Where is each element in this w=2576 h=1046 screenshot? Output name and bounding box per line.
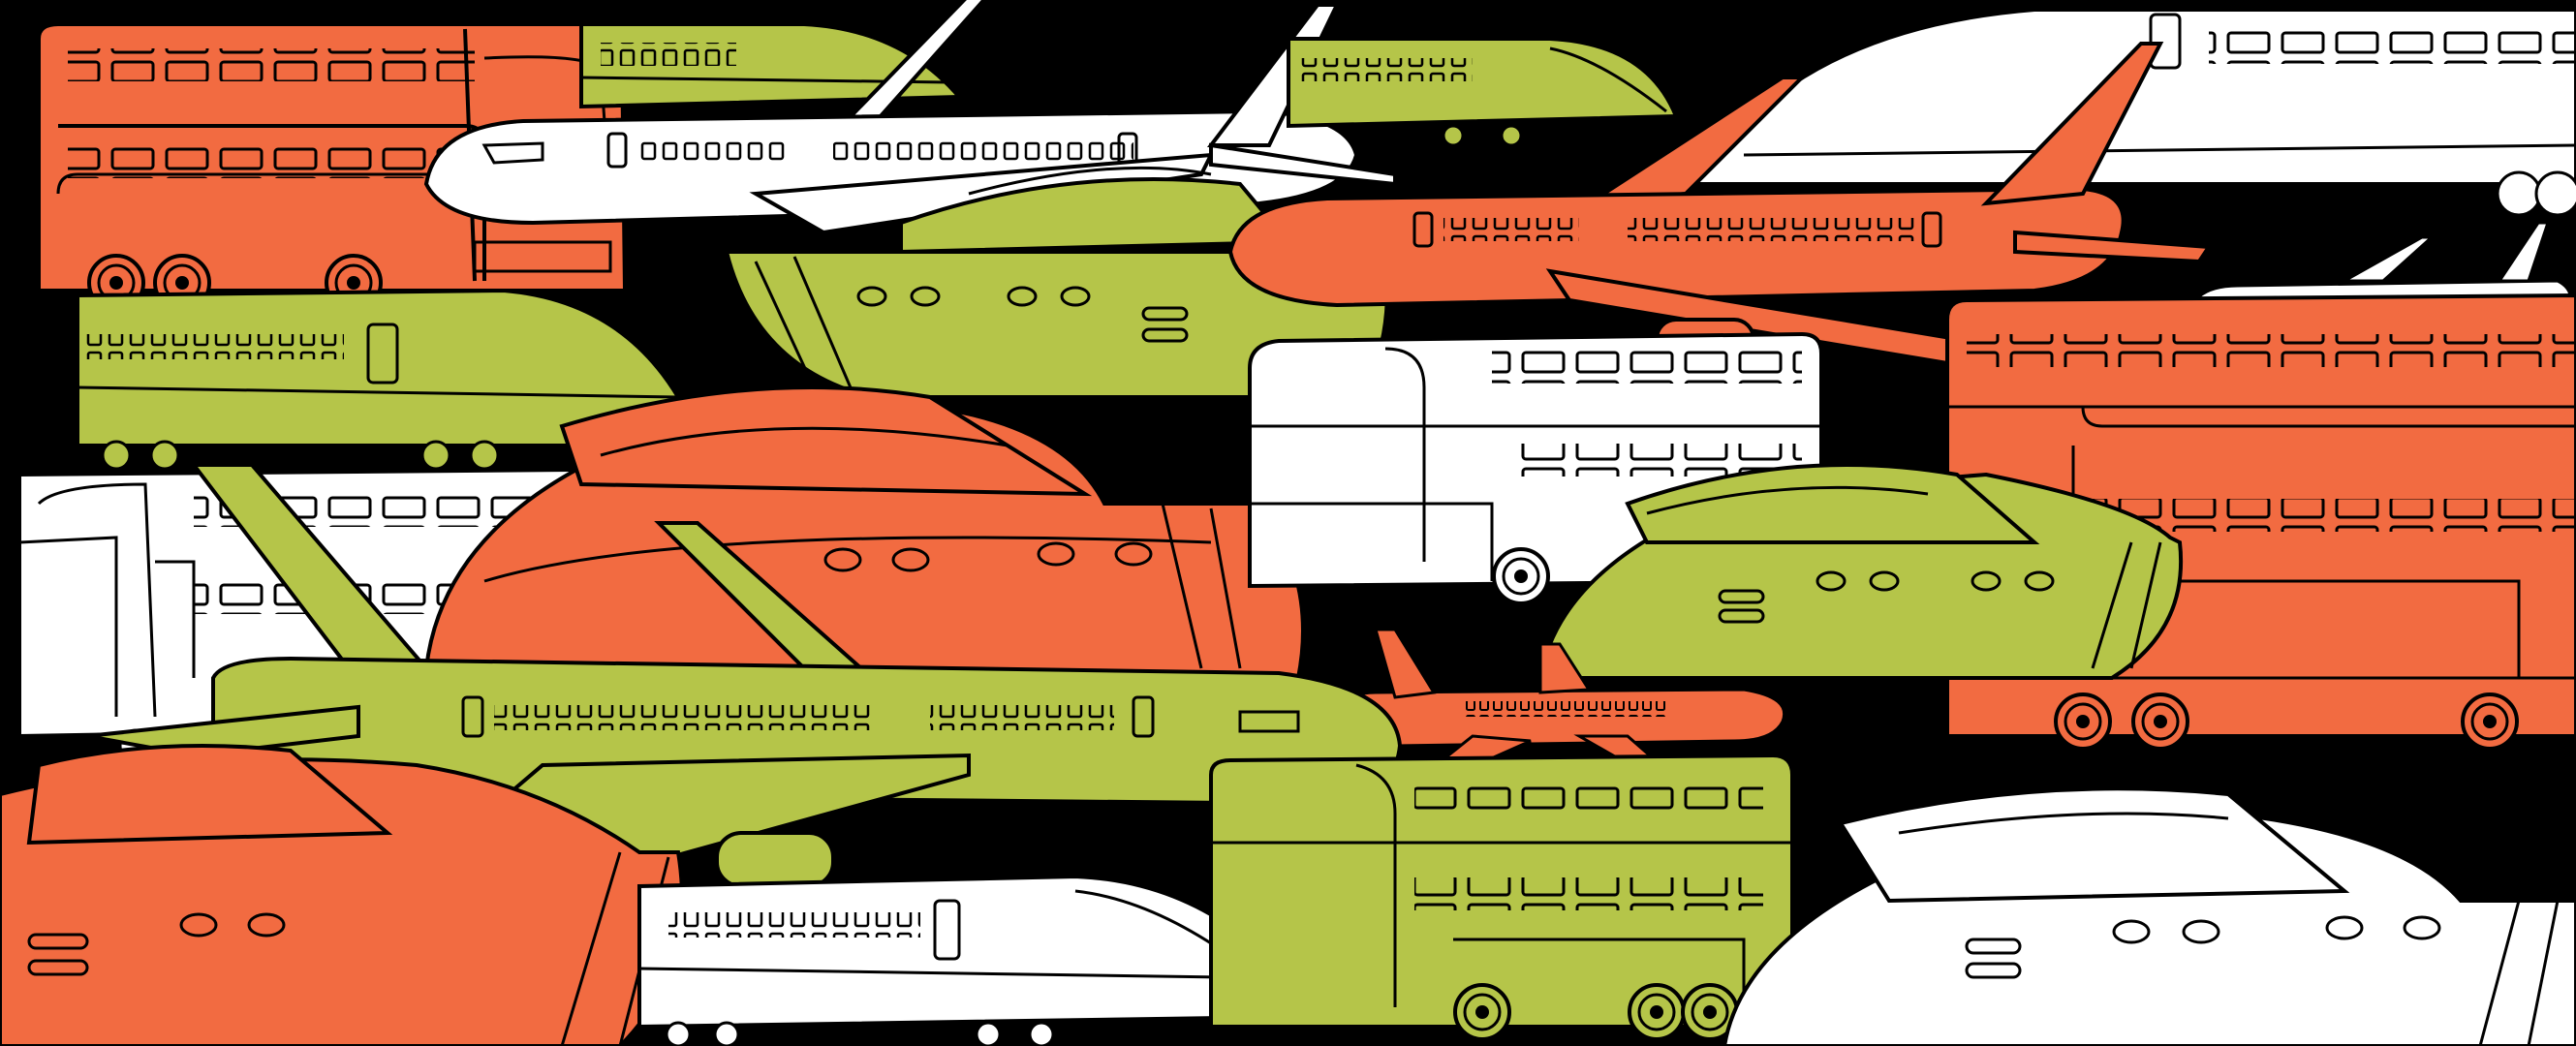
green-bullet-train-top-center: [1287, 37, 1679, 147]
green-double-decker-bus-bottom: [1209, 753, 1794, 1041]
orange-yacht-middle-left: [423, 385, 1305, 681]
orange-yacht-bottom-left: [0, 744, 684, 1046]
white-yacht-bottom-right: [1722, 786, 2576, 1046]
green-bullet-train-top-middle: [579, 22, 964, 109]
white-bullet-train-bottom: [637, 874, 1290, 1046]
white-bullet-train-top-right: [1691, 8, 2576, 217]
green-yacht-right: [1537, 463, 2184, 680]
